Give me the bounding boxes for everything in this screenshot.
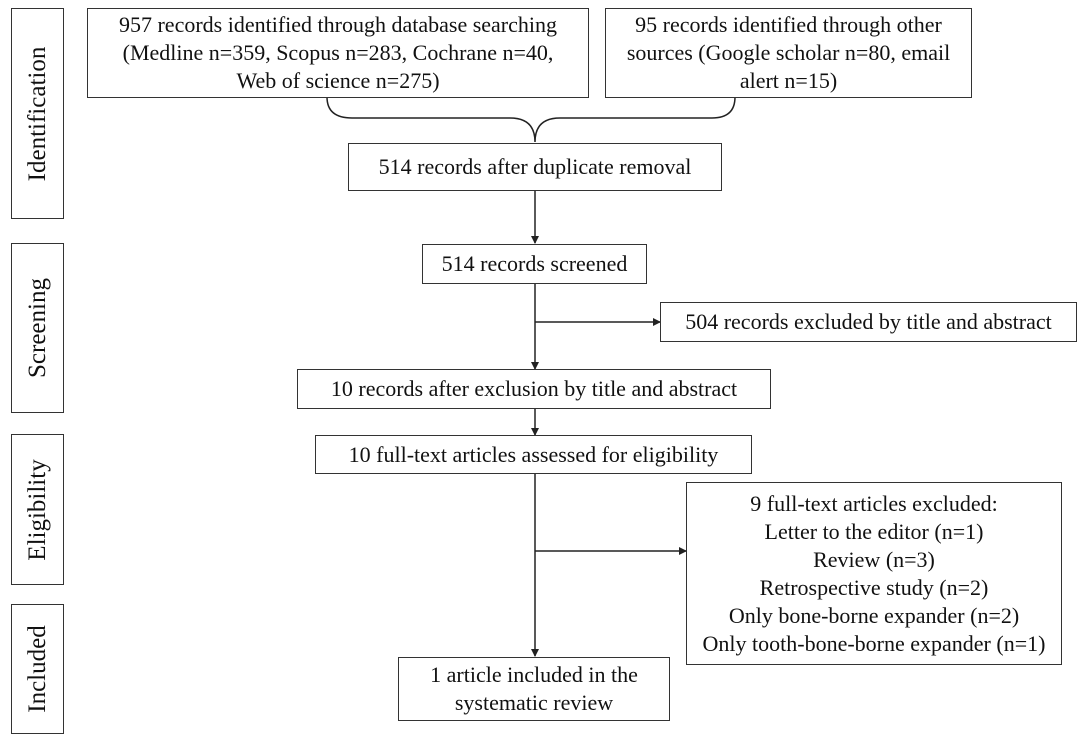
database-search-line-1: 957 records identified through database …	[118, 12, 557, 37]
after-exclusion-text: 10 records after exclusion by title and …	[330, 376, 738, 401]
database-search-line-2: (Medline n=359, Scopus n=283, Cochrane n…	[122, 40, 554, 65]
screened-box: 514 records screened	[422, 244, 647, 284]
other-sources-box: 95 records identified through other sour…	[605, 8, 972, 98]
fulltext-assessed-text: 10 full-text articles assessed for eligi…	[348, 441, 719, 467]
merge-brace	[326, 96, 736, 143]
included-box: 1 article included in the systematic rev…	[398, 657, 670, 721]
exclusion-reason-item: Only bone-borne expander (n=2)	[728, 602, 1020, 628]
duplicates-removed-text: 514 records after duplicate removal	[378, 154, 692, 179]
excluded-title-abstract-box: 504 records excluded by title and abstra…	[660, 302, 1077, 342]
exclusion-reason-item: Only tooth-bone-borne expander (n=1)	[702, 630, 1046, 656]
database-search-line-3: Web of science n=275)	[236, 68, 440, 93]
fulltext-excluded-box: 9 full-text articles excluded: Letter to…	[686, 482, 1062, 665]
excluded-title-abstract-text: 504 records excluded by title and abstra…	[685, 309, 1052, 334]
included-line-1: 1 article included in the	[430, 662, 638, 687]
exclusion-reason-item: Letter to the editor (n=1)	[764, 518, 984, 544]
duplicates-removed-box: 514 records after duplicate removal	[348, 143, 722, 191]
stage-eligibility: Eligibility	[11, 434, 64, 585]
fulltext-excluded-heading: 9 full-text articles excluded:	[750, 490, 998, 516]
stage-identification: Identification	[11, 8, 64, 219]
stage-screening: Screening	[11, 243, 64, 413]
screened-text: 514 records screened	[441, 251, 628, 276]
exclusion-reason-item: Review (n=3)	[813, 546, 935, 572]
after-exclusion-box: 10 records after exclusion by title and …	[297, 369, 771, 409]
other-sources-line-2: sources (Google scholar n=80, email	[626, 40, 951, 65]
database-search-box: 957 records identified through database …	[87, 8, 589, 98]
exclusion-reason-item: Retrospective study (n=2)	[759, 574, 989, 600]
fulltext-assessed-box: 10 full-text articles assessed for eligi…	[315, 435, 752, 474]
stage-included: Included	[11, 604, 64, 734]
other-sources-line-1: 95 records identified through other	[635, 12, 942, 37]
other-sources-line-3: alert n=15)	[739, 68, 838, 93]
included-line-2: systematic review	[454, 690, 614, 715]
